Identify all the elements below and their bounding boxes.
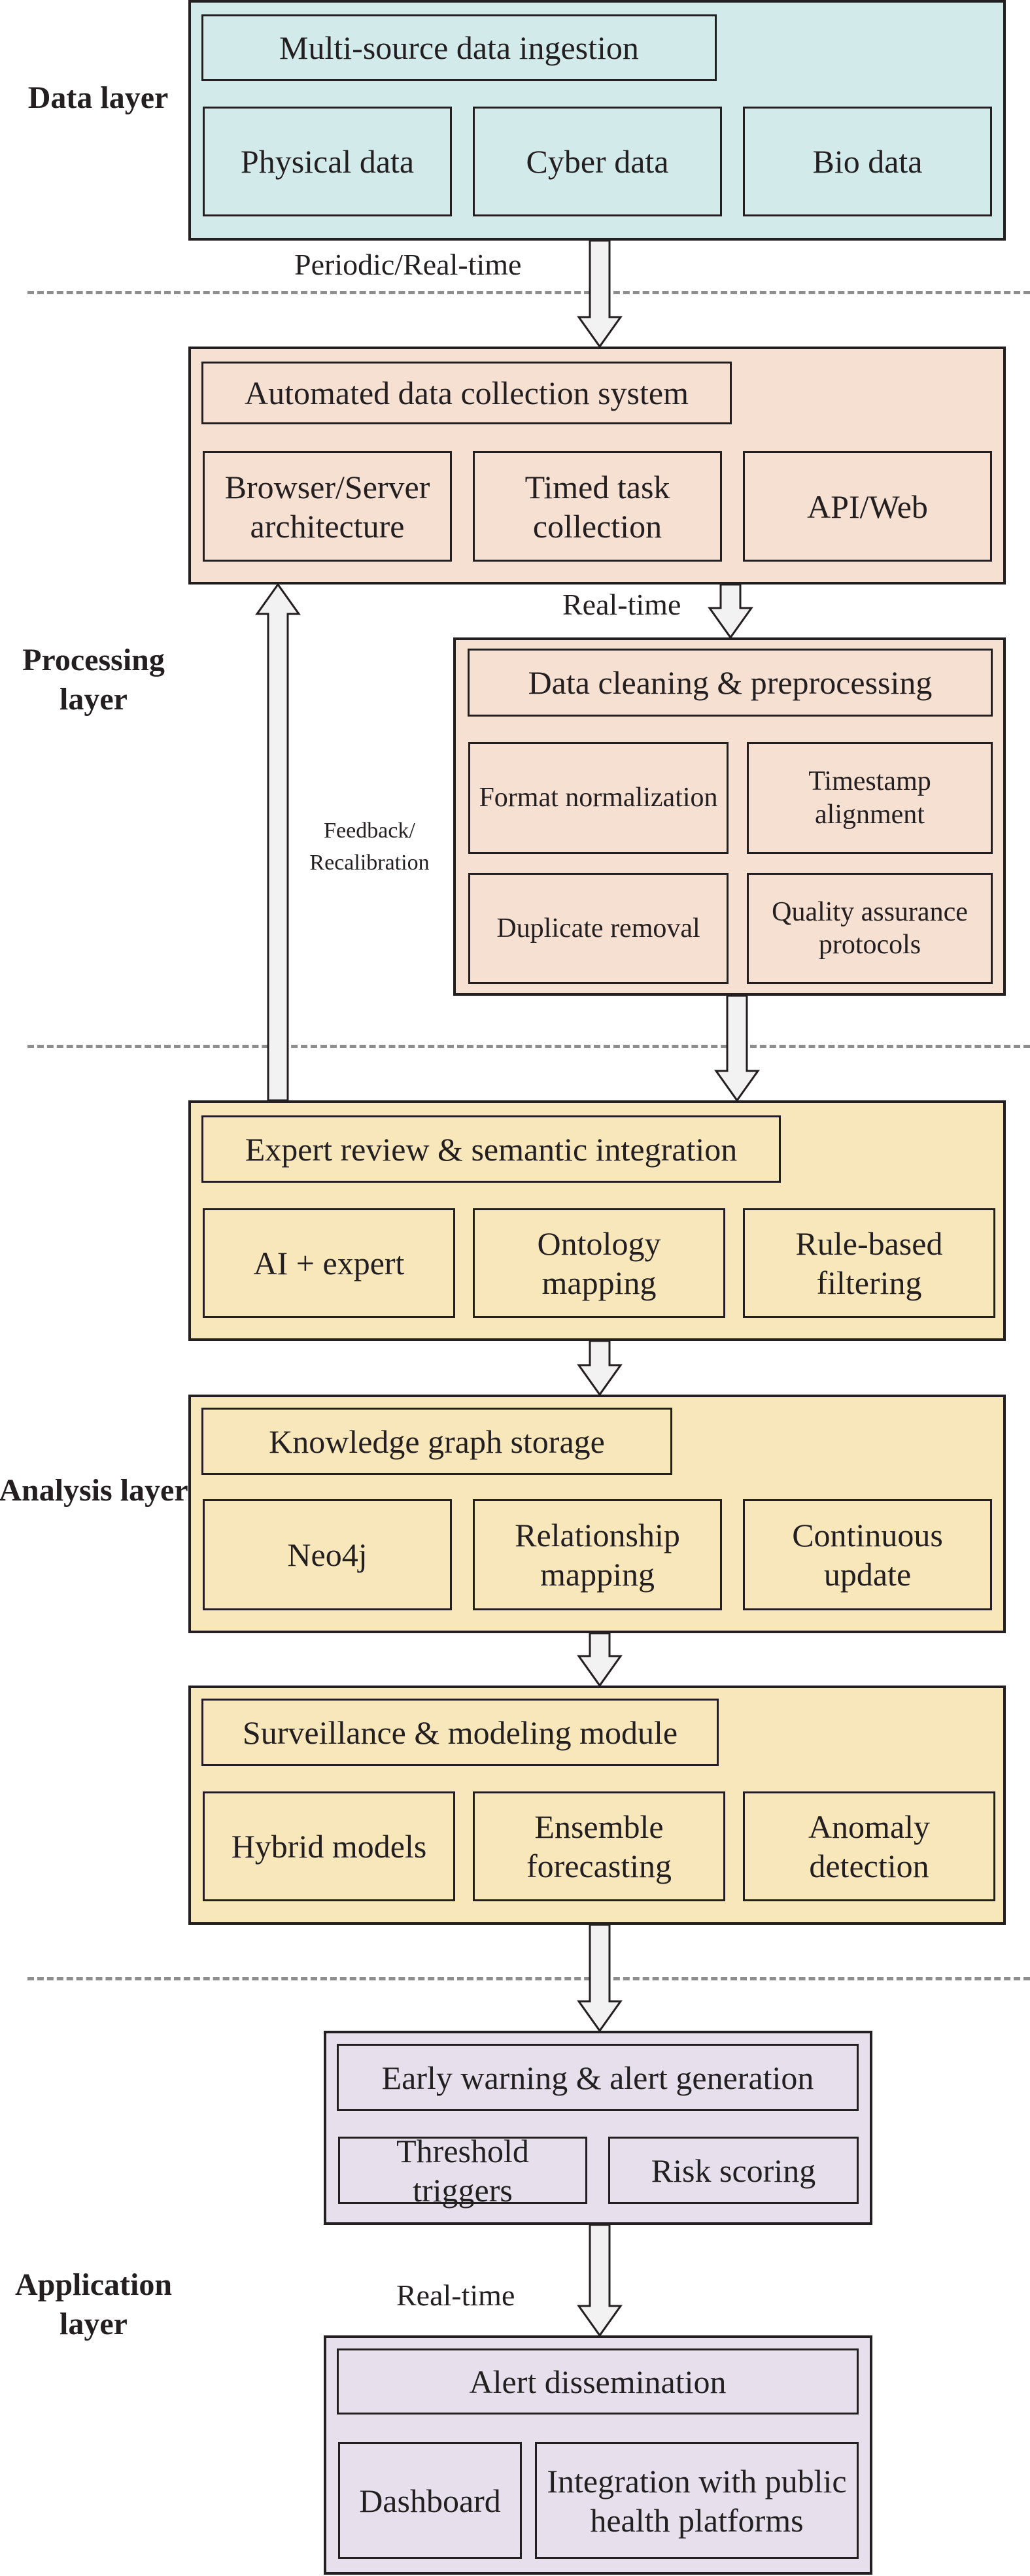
layer-divider <box>27 1045 1030 1048</box>
expert-item: Ontology mapping <box>473 1208 725 1318</box>
collection-title: Automated data collection system <box>201 362 732 424</box>
expert-title: Expert review & semantic integration <box>201 1115 781 1183</box>
collection-item: Timed task collection <box>473 451 722 562</box>
knowledge-item: Neo4j <box>203 1499 452 1610</box>
data-layer-block <box>188 0 1006 241</box>
feedback-label: Feedback/ Recalibration <box>309 819 430 875</box>
cleaning-to-expert-arrow <box>714 994 760 1102</box>
surveillance-block <box>188 1686 1006 1925</box>
knowledge-to-surveillance-arrow <box>577 1632 623 1687</box>
surveillance-item: Ensemble forecasting <box>473 1791 725 1901</box>
ingestion-title: Multi-source data ingestion <box>201 14 717 81</box>
collection-block <box>188 347 1006 585</box>
knowledge-block <box>188 1395 1006 1633</box>
knowledge-title: Knowledge graph storage <box>201 1408 672 1475</box>
dissemination-item: Integration with public health platforms <box>535 2442 859 2559</box>
knowledge-item: Relationship mapping <box>473 1499 722 1610</box>
app-realtime-label: Real-time <box>396 2279 515 2312</box>
warning-item: Risk scoring <box>608 2137 859 2204</box>
surveillance-item: Hybrid models <box>203 1791 455 1901</box>
layer-divider <box>27 1977 1030 1980</box>
collection-to-cleaning-arrow <box>708 583 753 639</box>
collection-item: API/Web <box>743 451 992 562</box>
expert-item: AI + expert <box>203 1208 455 1318</box>
application-layer-label: Application layer <box>14 2267 173 2341</box>
ingestion-item: Bio data <box>743 107 992 216</box>
feedback-recalibration-arrow <box>255 583 301 1102</box>
periodic-realtime-label: Periodic/Real-time <box>294 248 522 281</box>
dissemination-block <box>324 2335 872 2575</box>
expert-block <box>188 1100 1006 1341</box>
surveillance-to-warning-arrow <box>577 1924 623 2033</box>
cleaning-item: Timestamp alignment <box>747 742 993 854</box>
expert-item: Rule-based filtering <box>743 1208 995 1318</box>
dissemination-item: Dashboard <box>338 2442 522 2559</box>
cleaning-item: Quality assurance protocols <box>747 873 993 984</box>
ingestion-item: Cyber data <box>473 107 722 216</box>
collection-item: Browser/Server architecture <box>203 451 452 562</box>
data-layer-label: Data layer <box>27 80 169 115</box>
warning-block <box>324 2031 872 2225</box>
realtime-label: Real-time <box>562 588 681 621</box>
expert-to-knowledge-arrow <box>577 1340 623 1397</box>
dissemination-title: Alert dissemination <box>337 2348 859 2415</box>
knowledge-item: Continuous update <box>743 1499 992 1610</box>
cleaning-item: Format normalization <box>468 742 729 854</box>
cleaning-block <box>453 637 1006 996</box>
warning-to-dissemination-arrow <box>577 2224 623 2337</box>
processing-layer-label: Processing layer <box>22 643 165 717</box>
analysis-layer-label: Analysis layer <box>0 1473 188 1508</box>
surveillance-title: Surveillance & modeling module <box>201 1699 719 1766</box>
cleaning-item: Duplicate removal <box>468 873 729 984</box>
surveillance-item: Anomaly detection <box>743 1791 995 1901</box>
cleaning-title: Data cleaning & preprocessing <box>468 649 993 717</box>
ingestion-item: Physical data <box>203 107 452 216</box>
warning-title: Early warning & alert generation <box>337 2044 859 2111</box>
warning-item: Threshold triggers <box>338 2133 587 2209</box>
layer-divider <box>27 291 1030 294</box>
ingestion-to-collection-arrow <box>577 239 623 348</box>
